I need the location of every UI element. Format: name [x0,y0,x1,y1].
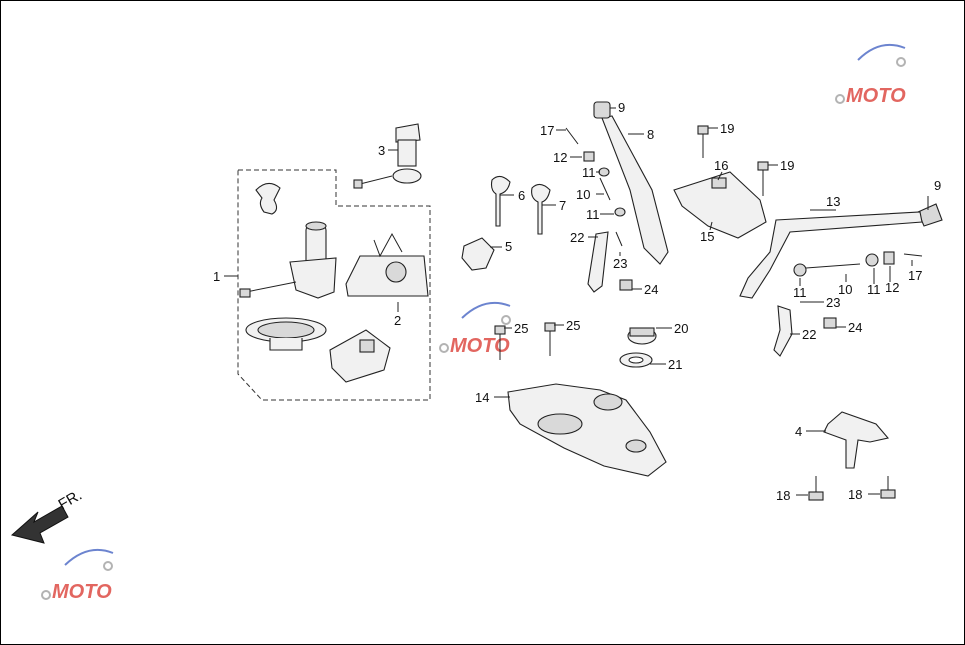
clip-12-right-part [883,251,895,265]
leader-lines [224,107,929,496]
bushing-11-lower-part [614,207,626,217]
bolt-25-right-part [544,322,556,356]
lock-set-outline [237,169,431,401]
callout-22-right: 22 [802,327,816,342]
callout-10-right: 10 [838,282,852,297]
callout-6: 6 [518,188,525,203]
callout-11-right-a: 11 [793,285,807,300]
watermark-logo-top: MOTO [835,44,906,107]
callout-8: 8 [647,127,654,142]
callout-21: 21 [668,357,682,372]
lever-22-right-part [773,305,793,357]
pin-17-right-part [903,253,923,257]
bolt-19-right-part [757,161,769,196]
rubber-cap-part [255,182,281,215]
bolt-18-left-part [808,476,824,501]
callout-20: 20 [674,321,688,336]
watermark-text-bottom: MOTO [52,581,112,603]
bracket-part [823,411,890,469]
callout-1: 1 [213,269,220,284]
watermark-text-mid: MOTO [450,335,510,357]
callout-24-right: 24 [848,320,862,335]
watermark-logo-bottom: MOTO [41,549,114,603]
cap-nut-part [627,327,657,345]
handlebar-cover-part [673,171,767,239]
callout-24-left: 24 [644,282,658,297]
callout-15: 15 [700,229,714,244]
callout-14: 14 [475,390,489,405]
bushing-11-upper-part [598,167,610,177]
callout-7: 7 [559,198,566,213]
key-7-part [531,183,551,235]
bushing-11-right-part [865,253,879,267]
callout-11-right-b: 11 [867,282,881,297]
callout-2: 2 [394,313,401,328]
pin-23-left-part [615,231,623,247]
callout-17-left: 17 [540,123,554,138]
watermark-logo-mid: MOTO [439,302,511,357]
lever-arm-part [601,115,669,265]
callout-13: 13 [826,194,840,209]
bolt-24-right-part [823,317,837,329]
shaft-10-right-part [793,263,861,277]
callout-10-left: 10 [576,187,590,202]
lever-22-left-part [587,231,609,293]
washer-part [619,352,653,368]
callout-18-left: 18 [776,488,790,503]
callout-23-right: 23 [826,295,840,310]
key-6-part [490,175,511,227]
callout-12-right: 12 [885,280,899,295]
bolt-24-left-part [619,279,633,291]
callout-5: 5 [505,239,512,254]
pin-17-left-part [565,127,579,145]
top-bridge-part [507,383,667,477]
callout-18-right: 18 [848,487,862,502]
callout-3: 3 [378,143,385,158]
watermark-text-top: MOTO [846,85,906,107]
shaft-10-left-part [599,177,611,201]
callout-19-left: 19 [720,121,734,136]
fuel-cap-part [245,317,327,351]
ignition-switch-part [353,123,422,189]
callout-16: 16 [714,158,728,173]
callout-9-left: 9 [618,100,625,115]
bolt-25-left-part [494,325,506,360]
callout-19-right: 19 [780,158,794,173]
callout-labels: 1 2 3 4 5 6 7 8 9 9 10 10 11 11 11 11 12… [213,100,941,503]
clip-12-left-part [583,151,595,162]
callout-9-right: 9 [934,178,941,193]
key-tag-part [461,237,495,271]
callout-25-left: 25 [514,321,528,336]
bolt-18-right-part [880,476,896,499]
callout-23-left: 23 [613,256,627,271]
main-switch-part [239,221,337,299]
handlebar-part [739,211,923,299]
seat-latch-part [329,329,391,383]
callout-11-upper: 11 [582,165,596,180]
callout-22-left: 22 [570,230,584,245]
grip-end-9-left-part [593,101,611,119]
seat-lock-plate-part [345,232,429,297]
callout-17-right: 17 [908,268,922,283]
callout-11-lower: 11 [586,207,600,222]
callout-12-left: 12 [553,150,567,165]
callout-25-right: 25 [566,318,580,333]
callout-4: 4 [795,424,802,439]
bolt-19-left-part [697,125,709,158]
